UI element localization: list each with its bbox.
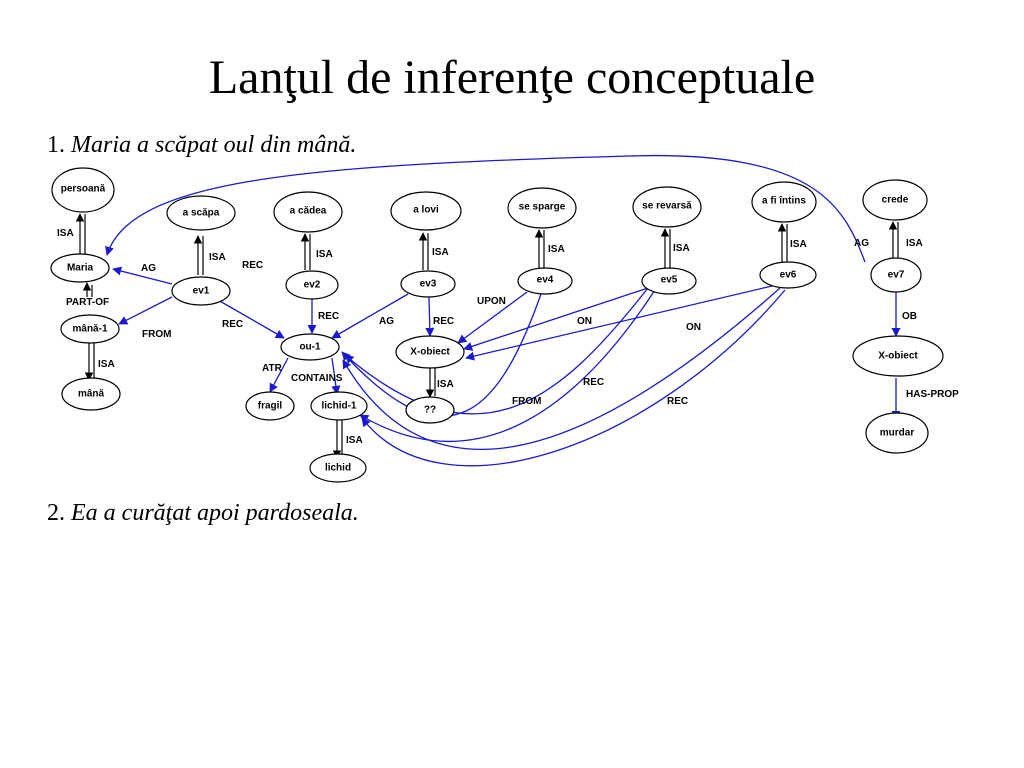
edge-label-upon: UPON xyxy=(477,296,506,307)
isa-arrows xyxy=(75,213,899,459)
label-a-fi-intins: a fi întins xyxy=(762,196,806,207)
node-a-scapa xyxy=(166,195,236,231)
sentence-2: 2. Ea a curăţat apoi pardoseala. xyxy=(47,498,359,528)
label-ev6: ev6 xyxy=(780,270,797,281)
node-se-sparge xyxy=(507,187,577,229)
label-x-obiect-mid: X-obiect xyxy=(410,347,450,358)
label-ev2: ev2 xyxy=(304,280,321,291)
node-mana xyxy=(61,377,121,411)
label-mana: mână xyxy=(78,389,105,400)
edge-label-rec: REC xyxy=(242,260,263,271)
edge-label-isa: ISA xyxy=(790,239,807,250)
node-ev6 xyxy=(759,261,817,289)
node-crede xyxy=(862,179,928,221)
node-lichid xyxy=(309,453,367,483)
label-ev4: ev4 xyxy=(537,275,554,286)
edge-label-ob: OB xyxy=(902,311,917,322)
edge-label-isa: ISA xyxy=(346,435,363,446)
node-qq xyxy=(405,396,455,424)
edge-label-isa: ISA xyxy=(209,252,226,263)
node-lichid-1 xyxy=(310,391,368,421)
node-ev3 xyxy=(400,270,456,298)
label-ev3: ev3 xyxy=(420,279,437,290)
edge-label-rec: REC xyxy=(222,319,243,330)
edge-label-isa: ISA xyxy=(548,244,565,255)
label-ev5: ev5 xyxy=(661,275,678,286)
edge-label-isa: ISA xyxy=(437,379,454,390)
edge-label-isa: ISA xyxy=(57,228,74,239)
edge-label-from: FROM xyxy=(512,396,541,407)
label-maria: Maria xyxy=(67,263,94,274)
node-ev4 xyxy=(517,267,573,295)
edge-label-on: ON xyxy=(577,316,592,327)
nodes xyxy=(50,167,944,483)
node-persoana xyxy=(51,167,115,213)
edge-label-isa: ISA xyxy=(673,243,690,254)
edge-label-rec: REC xyxy=(667,396,688,407)
edge-label-has-prop: HAS-PROP xyxy=(906,389,959,400)
sentence-1-text: Maria a scăpat oul din mână. xyxy=(71,132,357,158)
edge-label-ag: AG xyxy=(379,316,394,327)
node-x-obiect-mid xyxy=(395,335,465,369)
label-ev7: ev7 xyxy=(888,270,905,281)
node-ev1 xyxy=(171,276,231,306)
edge-label-atr: ATR xyxy=(262,363,283,374)
label-ev1: ev1 xyxy=(193,286,210,297)
label-murdar: murdar xyxy=(880,428,915,439)
label-crede: crede xyxy=(882,195,909,206)
node-x-obiect-right xyxy=(852,335,944,377)
sentence-2-text: Ea a curăţat apoi pardoseala. xyxy=(71,500,359,526)
label-ou-1: ou-1 xyxy=(299,342,321,353)
sentence-1-number: 1. xyxy=(47,132,65,158)
node-se-revarsa xyxy=(632,186,702,228)
node-ev7 xyxy=(870,257,922,293)
label-a-cadea: a cădea xyxy=(290,206,327,217)
edge-label-isa: ISA xyxy=(316,249,333,260)
edge-label-ag: AG xyxy=(141,263,156,274)
sentence-1: 1. Maria a scăpat oul din mână. xyxy=(47,130,356,160)
node-maria xyxy=(50,253,110,283)
edge-label-ag: AG xyxy=(854,238,869,249)
edge-label-isa: ISA xyxy=(432,247,449,258)
label-qq: ?? xyxy=(424,405,436,416)
label-fragil: fragil xyxy=(258,401,283,412)
sentence-2-number: 2. xyxy=(47,500,65,526)
edge-label-contains: CONTAINS xyxy=(291,373,343,384)
page-title: Lanţul de inferenţe conceptuale xyxy=(208,51,816,104)
edge-label-on: ON xyxy=(686,322,701,333)
edge-label-isa: ISA xyxy=(98,359,115,370)
relation-arrows xyxy=(105,154,901,467)
label-se-sparge: se sparge xyxy=(519,202,566,213)
label-lichid-1: lichid-1 xyxy=(321,401,356,412)
node-ev2 xyxy=(285,270,339,300)
label-x-obiect-right: X-obiect xyxy=(878,351,918,362)
node-ev5 xyxy=(641,267,697,295)
edge-label-isa: ISA xyxy=(906,238,923,249)
label-se-revarsa: se revarsă xyxy=(642,201,692,212)
edge-label-rec: REC xyxy=(583,377,604,388)
label-a-lovi: a lovi xyxy=(413,205,439,216)
node-a-cadea xyxy=(273,191,343,233)
label-lichid: lichid xyxy=(325,463,351,474)
label-a-scapa: a scăpa xyxy=(183,208,220,219)
edge-label-part-of: PART-OF xyxy=(66,297,109,308)
node-a-fi-intins xyxy=(751,181,817,223)
edge-label-from: FROM xyxy=(142,329,171,340)
edge-label-rec: REC xyxy=(433,316,454,327)
node-mana-1 xyxy=(60,314,120,344)
edge-label-rec: REC xyxy=(318,311,339,322)
node-ou-1 xyxy=(280,333,340,361)
label-persoana: persoană xyxy=(61,184,106,195)
label-mana-1: mână-1 xyxy=(72,324,107,335)
node-murdar xyxy=(865,412,929,454)
node-fragil xyxy=(245,391,295,421)
node-a-lovi xyxy=(390,191,462,231)
